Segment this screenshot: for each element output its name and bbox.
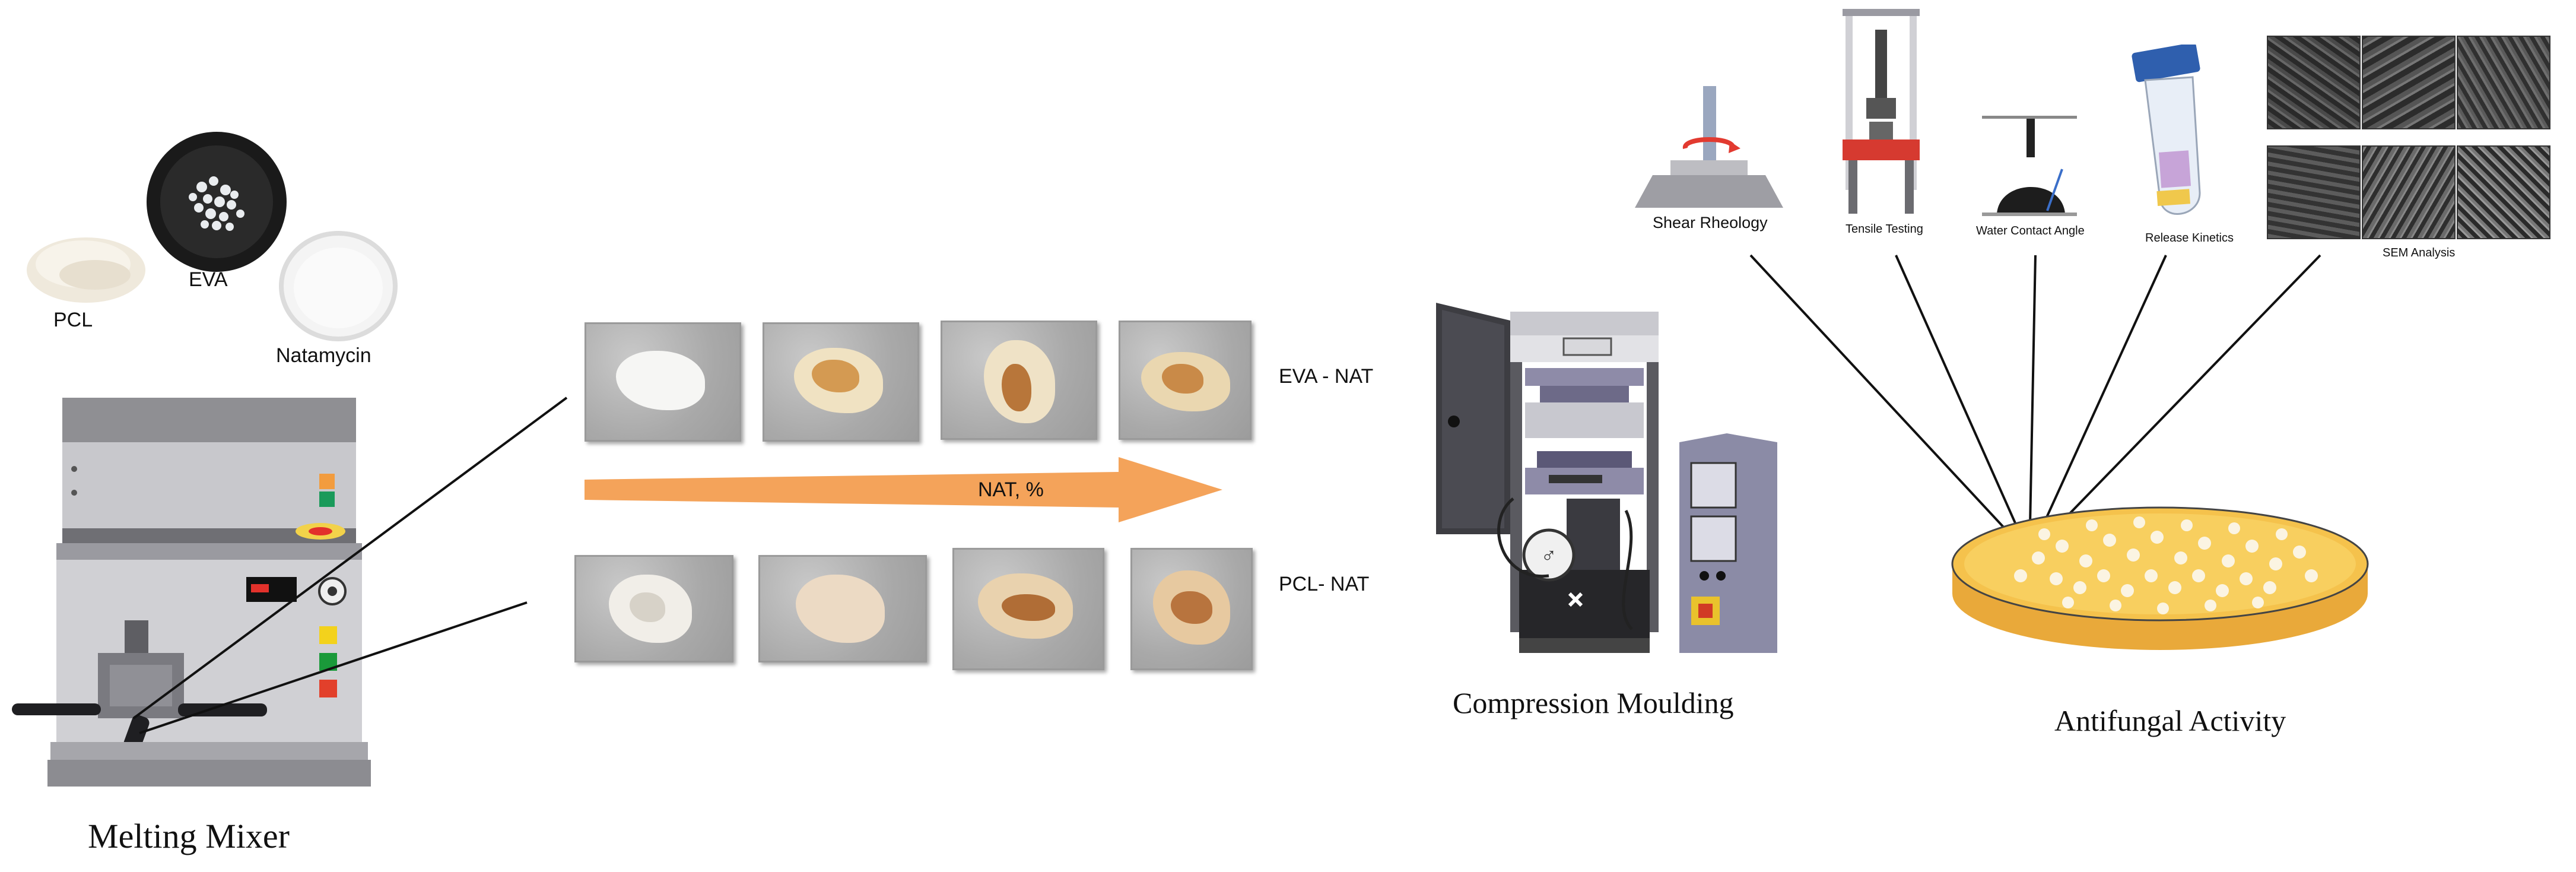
nat-increase-arrow: [585, 457, 1222, 522]
pcl-sample-3: [952, 548, 1104, 670]
sem-image-6: [2457, 145, 2550, 239]
sem-image-1: [2267, 36, 2361, 129]
eva-sample-1: [585, 322, 741, 442]
sem-image-3: [2457, 36, 2550, 129]
pcl-label: PCL: [53, 309, 93, 331]
melting-mixer-illustration: [12, 386, 392, 789]
melting-mixer-label: Melting Mixer: [88, 817, 290, 855]
release-kinetics-label: Release Kinetics: [2145, 232, 2234, 245]
svg-text:♂: ♂: [1541, 543, 1557, 567]
sem-image-4: [2267, 145, 2361, 239]
shear-rheology-label: Shear Rheology: [1653, 214, 1768, 232]
sem-image-5: [2362, 145, 2456, 239]
shear-rheology-icon: [1635, 83, 1783, 211]
pcl-sample-4: [1130, 548, 1253, 670]
tensile-testing-icon: [1843, 6, 1920, 217]
natamycin-dish: [276, 229, 401, 344]
petri-dish-illustration: [1949, 493, 2371, 653]
pcl-sample-1: [574, 555, 733, 662]
water-contact-angle-label: Water Contact Angle: [1976, 224, 2085, 237]
eva-sample-4: [1119, 321, 1252, 440]
eva-label: EVA: [189, 268, 228, 291]
eva-dish: [145, 131, 288, 273]
nat-percent-label: NAT, %: [978, 478, 1044, 501]
sem-analysis-panel: [2267, 36, 2558, 243]
water-contact-angle-icon: [1982, 113, 2077, 220]
sem-image-2: [2362, 36, 2456, 129]
pcl-nat-row-label: PCL- NAT: [1279, 573, 1370, 595]
compression-moulding-label: Compression Moulding: [1453, 686, 1734, 719]
natamycin-label: Natamycin: [276, 344, 371, 367]
release-kinetics-icon: [2127, 42, 2210, 229]
eva-sample-2: [763, 322, 919, 442]
eva-nat-row-label: EVA - NAT: [1279, 365, 1374, 388]
sem-analysis-label: SEM Analysis: [2383, 246, 2456, 259]
antifungal-activity-label: Antifungal Activity: [2054, 704, 2286, 737]
pcl-sample-2: [758, 555, 927, 662]
compression-moulding-illustration: ♂: [1430, 297, 1786, 665]
eva-sample-3: [941, 321, 1097, 440]
tensile-testing-label: Tensile Testing: [1846, 223, 1923, 236]
pcl-powder: [24, 229, 148, 306]
